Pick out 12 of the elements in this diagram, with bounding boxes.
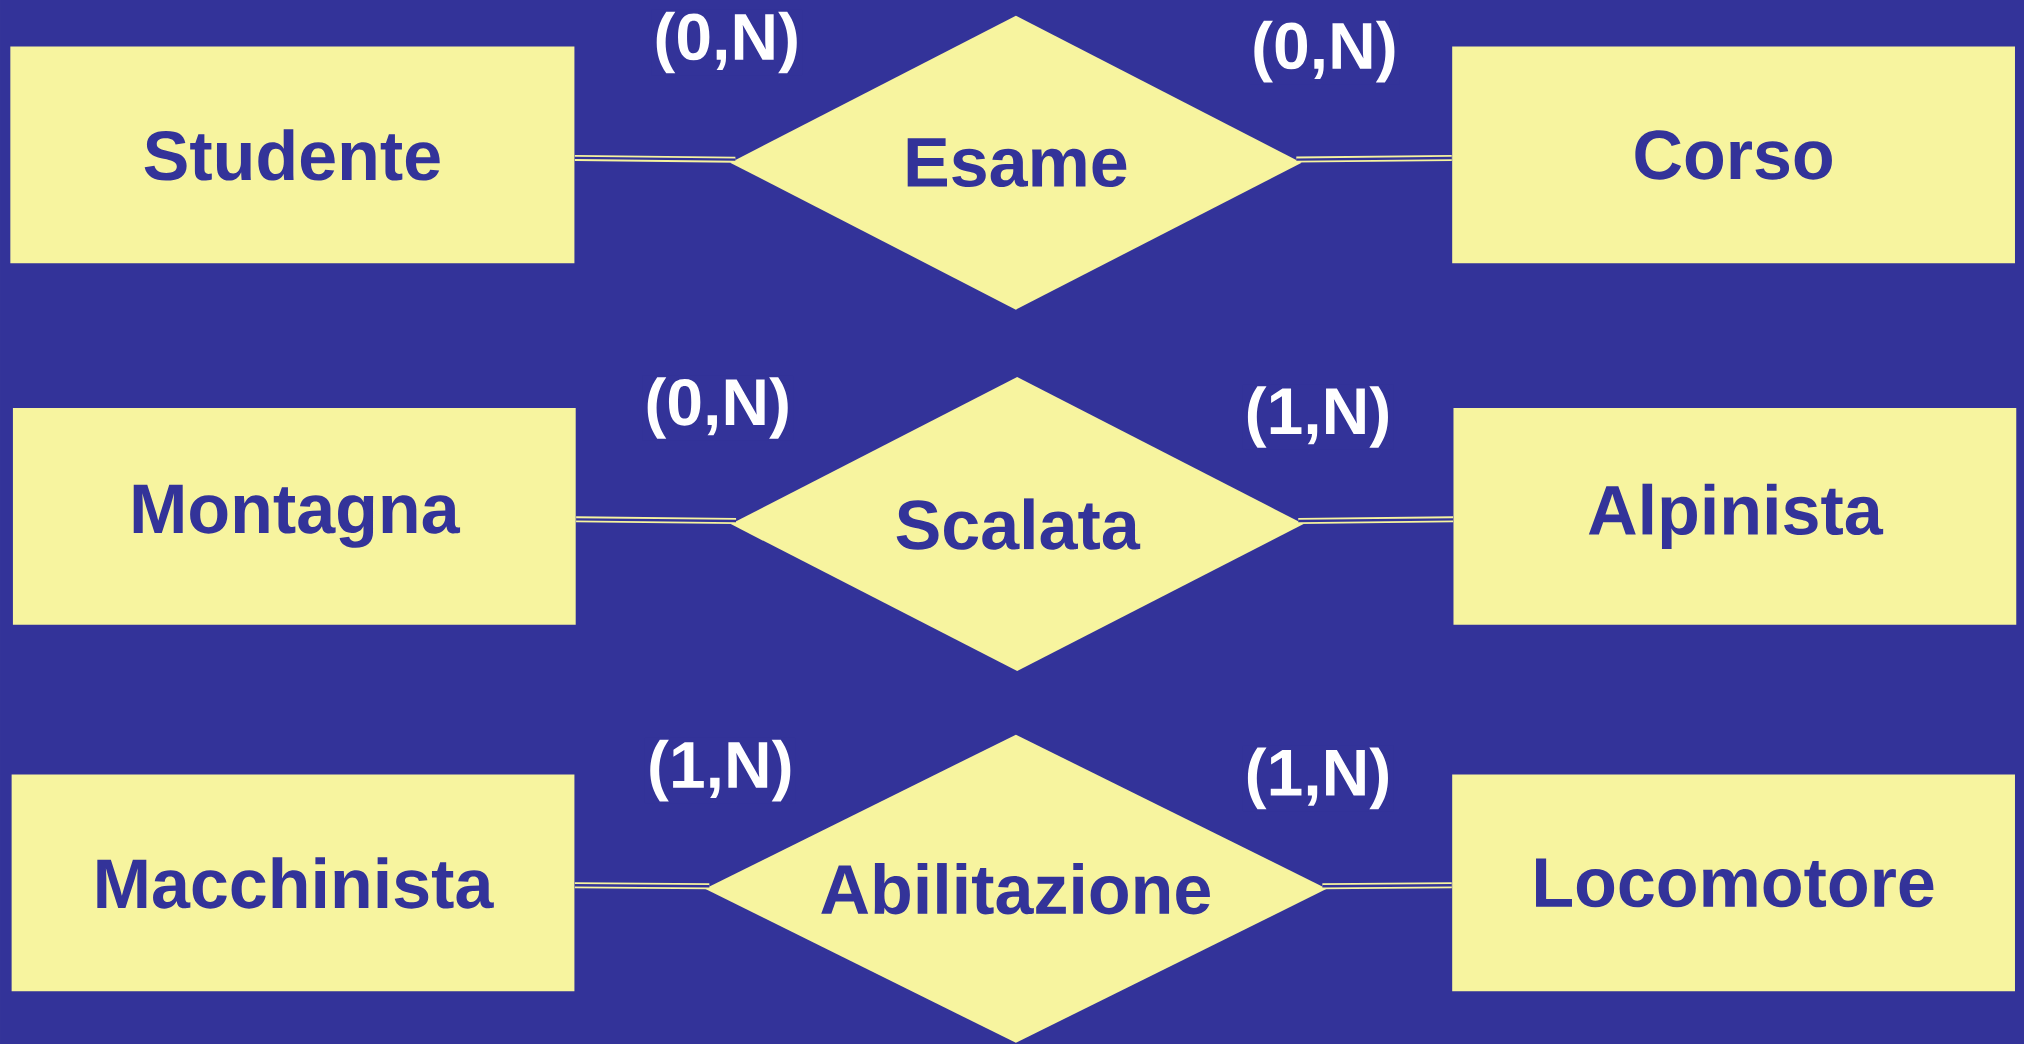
connector-line	[1322, 882, 1452, 890]
entity-box: Studente	[10, 46, 575, 264]
entity-box: Locomotore	[1452, 774, 2015, 992]
entity-box: Alpinista	[1453, 407, 2017, 625]
connector-line	[574, 882, 710, 890]
connector-line	[574, 154, 736, 163]
entity-box: Montagna	[12, 407, 576, 625]
connector-line	[1296, 154, 1452, 163]
connector-line	[1298, 516, 1454, 524]
connector-line	[576, 516, 737, 524]
entity-box: Macchinista	[11, 774, 575, 992]
entity-box: Corso	[1452, 46, 2015, 264]
